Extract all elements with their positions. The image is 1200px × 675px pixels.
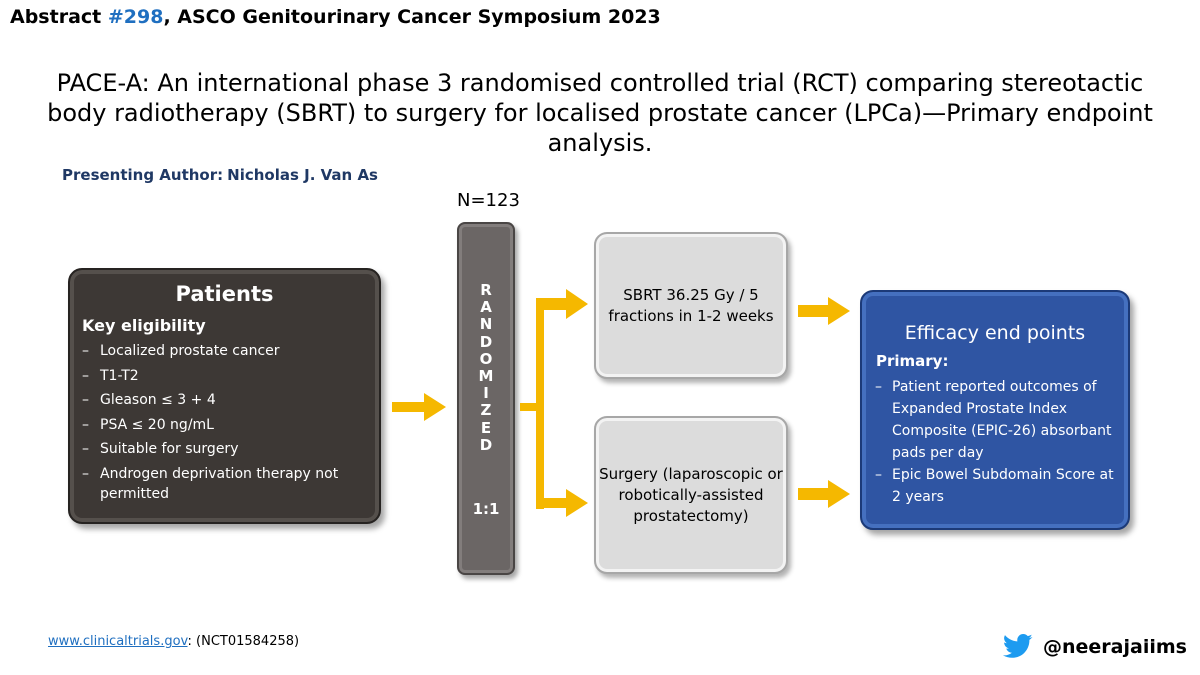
eligibility-item-text: Localized prostate cancer	[100, 343, 280, 359]
list-item: –Epic Bowel Subdomain Score at 2 years	[875, 464, 1125, 508]
arrow-right-icon	[392, 393, 446, 421]
presenting-author: Presenting Author:Nicholas J. Van As	[62, 166, 378, 184]
sbrt-arm-box: SBRT 36.25 Gy / 5 fractions in 1-2 weeks	[594, 232, 788, 379]
randomized-letter: Z	[480, 401, 492, 420]
page-title: PACE-A: An international phase 3 randomi…	[47, 69, 1153, 157]
list-item: –PSA ≤ 20 ng/mL	[82, 415, 372, 435]
clinicaltrials-link[interactable]: www.clinicaltrials.gov	[48, 634, 188, 649]
list-item: –Androgen deprivation therapy not permit…	[82, 464, 372, 504]
surgery-arm-text: Surgery (laparoscopic or robotically-ass…	[599, 464, 783, 525]
sbrt-arm-text: SBRT 36.25 Gy / 5 fractions in 1-2 weeks	[608, 285, 774, 325]
sample-size-label: N=123	[457, 190, 520, 211]
twitter-handle[interactable]: @neerajaiims	[1043, 635, 1187, 658]
surgery-arm-box: Surgery (laparoscopic or robotically-ass…	[594, 416, 788, 574]
eligibility-list: –Localized prostate cancer –T1-T2 –Gleas…	[82, 341, 372, 508]
patients-heading: Patients	[175, 282, 274, 306]
twitter-credit: @neerajaiims	[1003, 634, 1187, 659]
arrow-right-icon	[798, 480, 850, 508]
bullet-dash: –	[82, 416, 89, 433]
eligibility-item-text: Gleason ≤ 3 + 4	[100, 392, 216, 408]
efficacy-heading: Efficacy end points	[904, 322, 1086, 344]
bullet-dash: –	[82, 465, 89, 482]
branch-connector	[520, 403, 542, 411]
bullet-dash: –	[82, 441, 89, 457]
bullet-dash: –	[82, 367, 89, 384]
randomized-letter: E	[480, 418, 492, 437]
randomized-bar: R A N D O M I Z E D 1:1	[457, 222, 515, 575]
eligibility-item-text: T1-T2	[100, 367, 139, 384]
abstract-number: #298	[107, 6, 164, 28]
trial-id: : (NCT01584258)	[187, 634, 300, 649]
arrow-right-icon	[536, 489, 588, 517]
primary-endpoint-heading: Primary:	[876, 352, 949, 370]
randomized-letter: O	[479, 349, 493, 368]
endpoint-item-text: Epic Bowel Subdomain Score at 2 years	[892, 467, 1114, 505]
twitter-bird-icon	[1003, 634, 1033, 658]
randomized-vertical-text: R A N D O M I Z E D	[459, 281, 513, 454]
list-item: –T1-T2	[82, 366, 372, 386]
randomized-letter: N	[479, 315, 493, 334]
randomized-letter: D	[479, 435, 493, 454]
key-eligibility-heading: Key eligibility	[82, 316, 206, 335]
abstract-header: Abstract #298, ASCO Genitourinary Cancer…	[10, 6, 661, 28]
randomized-letter: I	[483, 384, 489, 403]
list-item: –Suitable for surgery	[82, 439, 372, 459]
eligibility-item-text: Androgen deprivation therapy not permitt…	[100, 465, 339, 502]
randomized-letter: M	[478, 367, 494, 386]
list-item: –Localized prostate cancer	[82, 341, 372, 361]
author-label: Presenting Author:	[62, 166, 224, 184]
bullet-dash: –	[82, 343, 89, 359]
arrow-right-icon	[798, 297, 850, 325]
eligibility-item-text: Suitable for surgery	[100, 441, 239, 457]
allocation-ratio: 1:1	[472, 500, 500, 518]
arrow-right-icon	[536, 289, 588, 319]
list-item: –Gleason ≤ 3 + 4	[82, 390, 372, 410]
list-item: –Patient reported outcomes of Expanded P…	[875, 376, 1125, 464]
patients-box: Patients Key eligibility –Localized pros…	[68, 268, 381, 524]
branch-connector	[536, 300, 544, 509]
randomized-letter: A	[480, 298, 492, 317]
randomized-letter: R	[480, 281, 492, 299]
abstract-prefix: Abstract	[10, 6, 108, 28]
efficacy-endpoints-box: Efficacy end points Primary: –Patient re…	[860, 290, 1130, 530]
endpoint-list: –Patient reported outcomes of Expanded P…	[875, 376, 1125, 508]
bullet-dash: –	[875, 379, 882, 395]
bullet-dash: –	[82, 392, 89, 408]
randomized-letter: D	[479, 332, 493, 351]
footer-trial-reference: www.clinicaltrials.gov: (NCT01584258)	[48, 634, 299, 649]
endpoint-item-text: Patient reported outcomes of Expanded Pr…	[892, 379, 1112, 461]
eligibility-item-text: PSA ≤ 20 ng/mL	[100, 416, 214, 433]
abstract-conference: , ASCO Genitourinary Cancer Symposium 20…	[163, 6, 661, 28]
author-name: Nicholas J. Van As	[227, 166, 378, 184]
bullet-dash: –	[875, 467, 882, 483]
